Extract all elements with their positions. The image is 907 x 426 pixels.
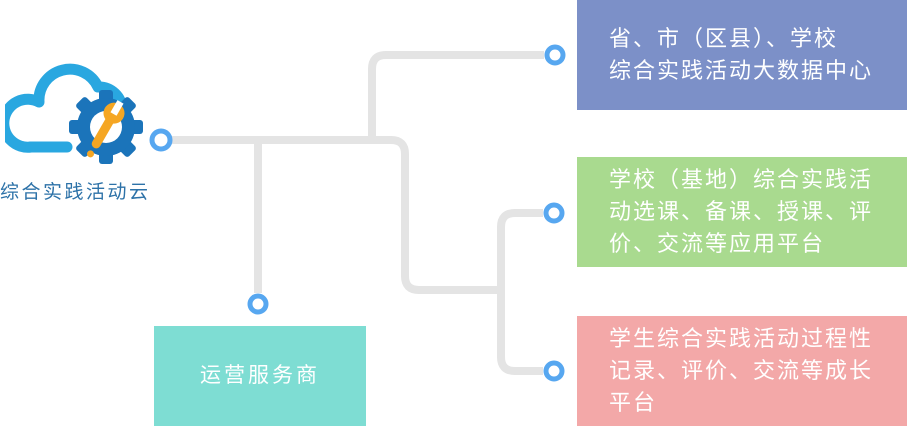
- box-student-platform-line: 平台: [609, 390, 658, 415]
- box-operator-line: 运营服务商: [200, 364, 320, 387]
- box-school-platform-line: 价、交流等应用平台: [609, 231, 826, 256]
- box-student-platform: 学生综合实践活动过程性 记录、评价、交流等成长 平台: [577, 316, 907, 426]
- connector-right-spine: [497, 209, 543, 375]
- wrench-icon: [87, 100, 125, 158]
- gear-icon: [69, 90, 143, 164]
- cloud-platform-label: 综合实践活动云: [0, 182, 151, 203]
- box-data-center-line: 综合实践活动大数据中心: [609, 58, 874, 83]
- box-school-platform-line: 学校（基地）综合实践活: [609, 167, 874, 192]
- box-data-center: 省、市（区县）、学校 综合实践活动大数据中心: [577, 0, 907, 110]
- box-data-center-line: 省、市（区县）、学校: [609, 26, 839, 51]
- node-data-center: [544, 44, 566, 66]
- node-school-platform: [543, 202, 565, 224]
- node-student-platform: [543, 360, 565, 382]
- box-student-platform-line: 学生综合实践活动过程性: [609, 326, 874, 351]
- cloud-outline-icon: [5, 63, 128, 153]
- connector-top-branch: [368, 51, 544, 140]
- box-school-platform-line: 动选课、备课、授课、评: [609, 199, 874, 224]
- box-school-platform: 学校（基地）综合实践活 动选课、备课、授课、评 价、交流等应用平台: [577, 157, 907, 267]
- connector-main-trunk: [171, 136, 501, 294]
- box-operator: 运营服务商: [154, 326, 366, 426]
- node-operator: [247, 293, 269, 315]
- cloud-gear-icon: [5, 63, 143, 164]
- node-cloud-hub: [149, 128, 173, 152]
- box-student-platform-line: 记录、评价、交流等成长: [609, 358, 874, 383]
